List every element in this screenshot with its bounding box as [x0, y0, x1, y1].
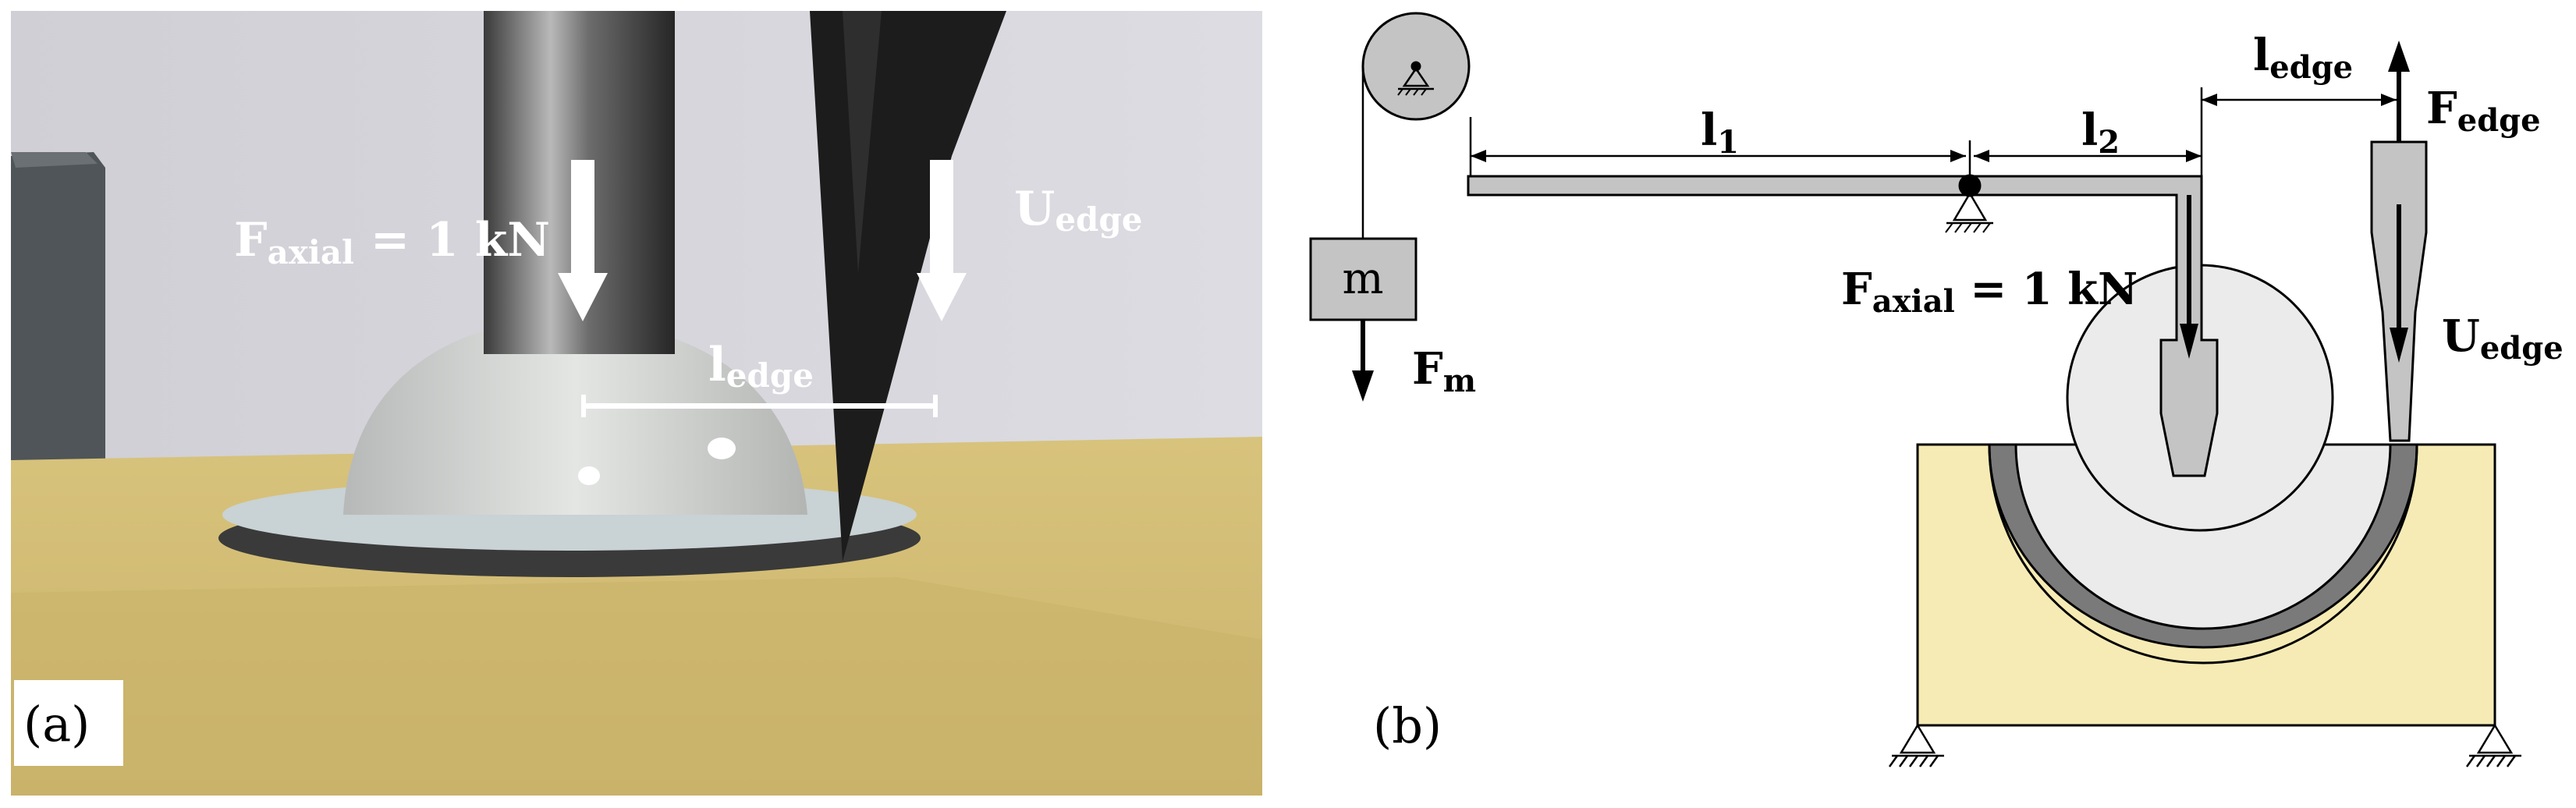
panel-a-photo: Faxial = 1 kN Uedge ledge (a): [11, 11, 1262, 796]
panel-b-tag: (b): [1373, 697, 1442, 754]
dim-l1: [1469, 117, 1966, 176]
panel-a-tag: (a): [23, 696, 90, 753]
fedge-arrow: [2388, 41, 2410, 142]
l2-label: l2: [2081, 105, 2120, 161]
panel-a-tag-box: [14, 680, 123, 766]
photo-ledge-label: ledge: [708, 338, 814, 395]
panel-b-schematic: m: [1309, 12, 2521, 767]
ledge-label: ledge: [2253, 30, 2353, 86]
panel-b-labels: Fm l1 l2 ledge Fedge Faxial = 1 kN Uedge…: [1373, 30, 2564, 754]
faxial-label: Faxial = 1 kN: [1841, 264, 2138, 320]
dim-ledge: [2202, 94, 2397, 106]
photo-uedge-label: Uedge: [1014, 182, 1143, 239]
lever-rod: [1467, 175, 2219, 477]
foam-support-left: [1888, 723, 1944, 767]
photo-ledge-dimension: [581, 395, 938, 417]
fm-label: Fm: [1412, 343, 1476, 399]
l1-label: l1: [1701, 105, 1739, 161]
photo-axial-arrow: [558, 160, 608, 321]
dim-l2: [1968, 87, 2203, 176]
rod-axial-arrow: [2180, 195, 2198, 359]
fm-arrow: [1352, 320, 1374, 402]
probe-edge-arrow: [2390, 204, 2408, 363]
foam-support-right: [2465, 723, 2521, 767]
photo-edge-arrow: [917, 160, 967, 321]
fedge-label: Fedge: [2426, 83, 2541, 139]
mass-label: m: [1342, 253, 1383, 304]
photo-faxial-label: Faxial = 1 kN: [234, 213, 550, 271]
uedge-label: Uedge: [2442, 310, 2564, 367]
